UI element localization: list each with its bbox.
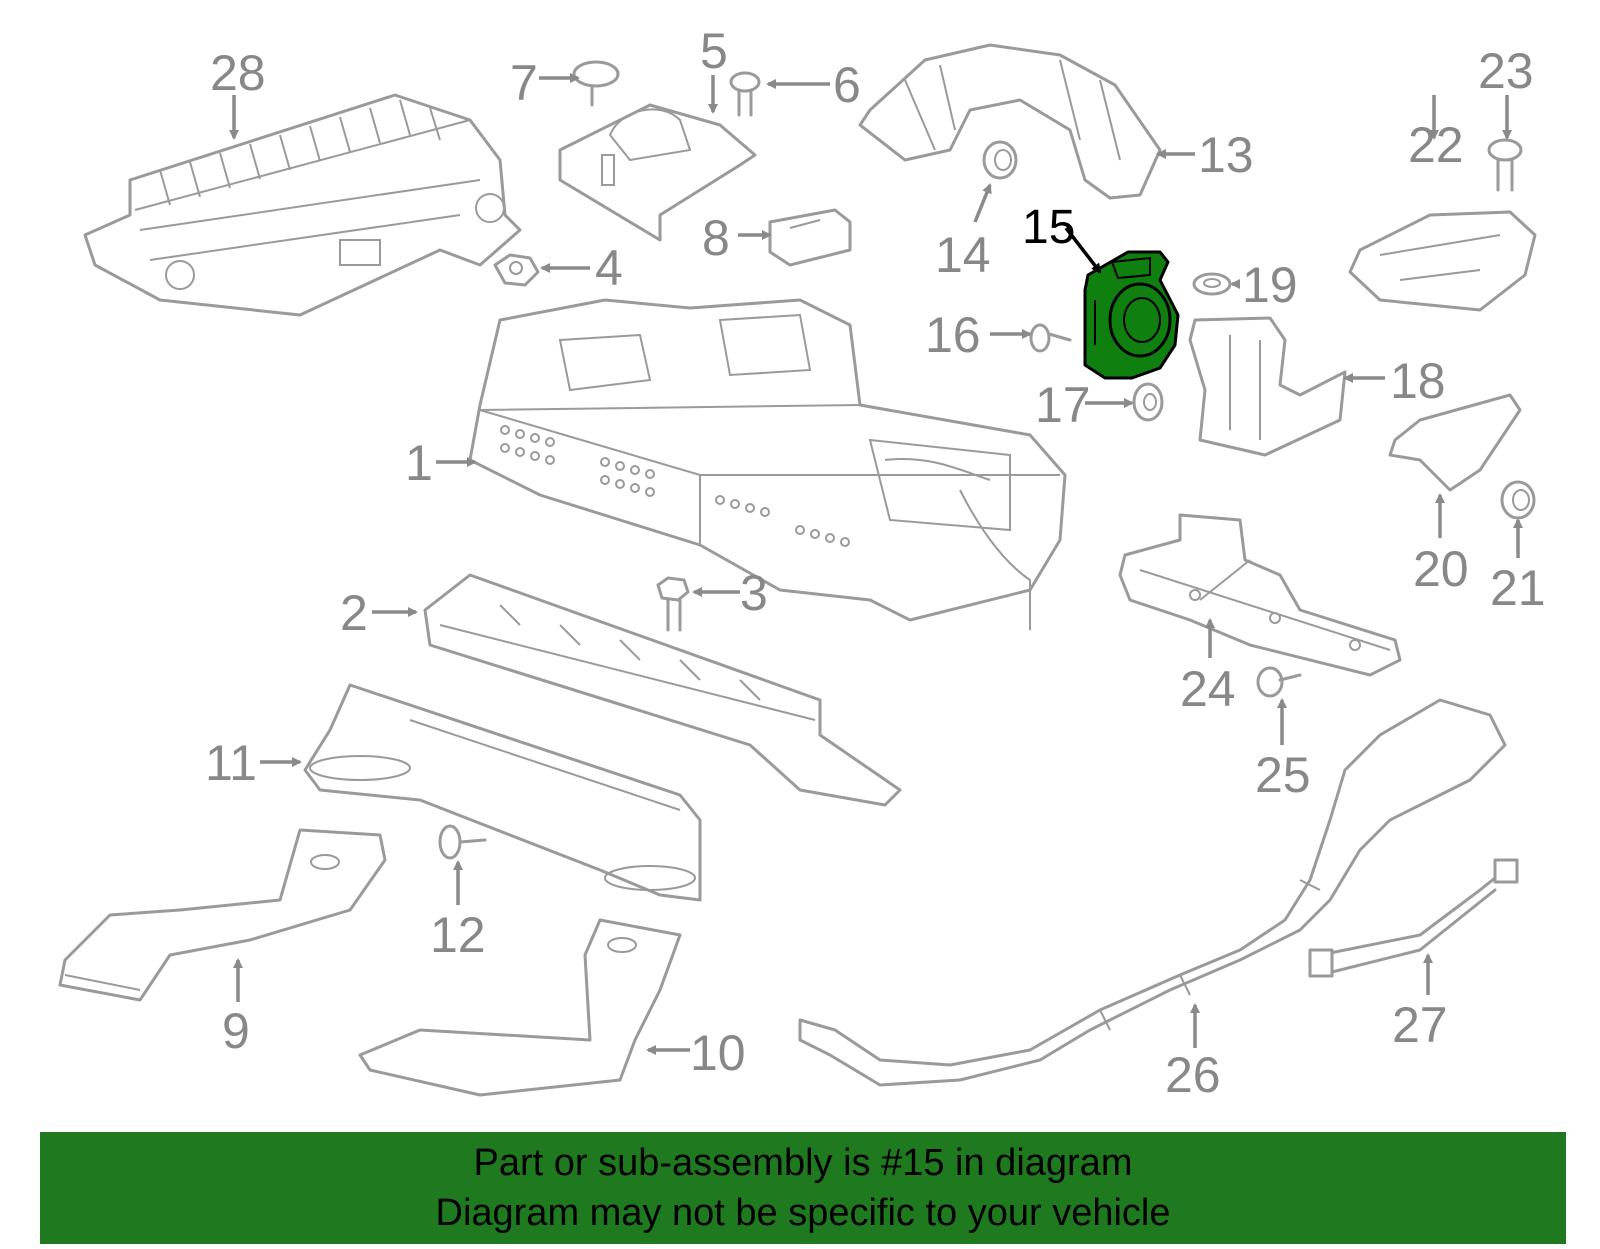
- part-14-grommet: [982, 140, 1018, 180]
- part-25-push-pin: [1256, 666, 1302, 698]
- callout-16: 16: [925, 307, 981, 363]
- part-26-duct-hose: [798, 698, 1507, 1087]
- banner-line-1: Part or sub-assembly is #15 in diagram: [473, 1142, 1133, 1184]
- banner-line-2: Diagram may not be specific to your vehi…: [435, 1192, 1171, 1234]
- callout-25: 25: [1255, 747, 1311, 803]
- part-11-duct: [303, 683, 702, 902]
- info-banner: Part or sub-assembly is #15 in diagram D…: [40, 1132, 1566, 1244]
- part-24-bracket: [1118, 513, 1402, 677]
- callout-4: 4: [595, 240, 623, 296]
- part-15-highlighted: [1083, 250, 1180, 380]
- callout-12: 12: [430, 907, 486, 963]
- callout-8: 8: [702, 210, 730, 266]
- callout-3: 3: [740, 565, 768, 621]
- part-8-connector: [768, 208, 852, 267]
- callout-23: 23: [1478, 43, 1534, 99]
- part-23-screw: [1487, 138, 1523, 192]
- callout-20: 20: [1413, 541, 1469, 597]
- part-2-rail: [423, 573, 902, 807]
- callout-21: 21: [1490, 560, 1546, 616]
- part-16-screw: [1029, 323, 1072, 353]
- part-12-push-pin: [438, 824, 487, 860]
- callout-10: 10: [690, 1025, 746, 1081]
- leader-arrows: [229, 73, 1523, 1055]
- part-19-washer: [1192, 272, 1232, 296]
- part-27-harness: [1308, 858, 1519, 978]
- part-7-clip: [572, 60, 620, 107]
- part-1-battery-pack: [468, 298, 1067, 630]
- callout-17: 17: [1035, 377, 1091, 433]
- callout-9: 9: [222, 1003, 250, 1059]
- callout-1: 1: [405, 435, 433, 491]
- callout-14: 14: [935, 227, 991, 283]
- callout-7: 7: [510, 55, 538, 111]
- callout-6: 6: [833, 57, 861, 113]
- callout-11: 11: [205, 735, 257, 791]
- callout-18: 18: [1390, 353, 1446, 409]
- part-3-bolt: [656, 576, 690, 632]
- callout-22: 22: [1408, 117, 1464, 173]
- part-28-charger-module: [83, 93, 522, 317]
- part-21-grommet: [1500, 480, 1536, 520]
- part-4-nut: [493, 253, 540, 287]
- callout-13: 13: [1198, 127, 1254, 183]
- part-9-duct: [58, 828, 387, 1002]
- callout-15-highlighted: 15: [1022, 201, 1075, 254]
- part-10-duct: [358, 918, 682, 1097]
- callout-26: 26: [1165, 1047, 1221, 1103]
- part-6-screw: [729, 71, 761, 117]
- callout-2: 2: [340, 585, 368, 641]
- part-5-control-module: [558, 103, 757, 242]
- part-17-grommet: [1132, 382, 1164, 422]
- callout-27: 27: [1392, 997, 1448, 1053]
- callout-labels: 28 7 5 6 8 4 13 14 15 19 16 17 18 22 23 …: [205, 23, 1546, 1103]
- part-22-cover: [1348, 210, 1537, 312]
- callout-5: 5: [700, 23, 728, 79]
- callout-24: 24: [1180, 661, 1236, 717]
- part-18-duct: [1188, 316, 1347, 457]
- part-20-duct-bracket: [1388, 393, 1522, 492]
- callout-19: 19: [1242, 257, 1298, 313]
- part-13-duct: [858, 43, 1162, 200]
- callout-28: 28: [210, 45, 266, 101]
